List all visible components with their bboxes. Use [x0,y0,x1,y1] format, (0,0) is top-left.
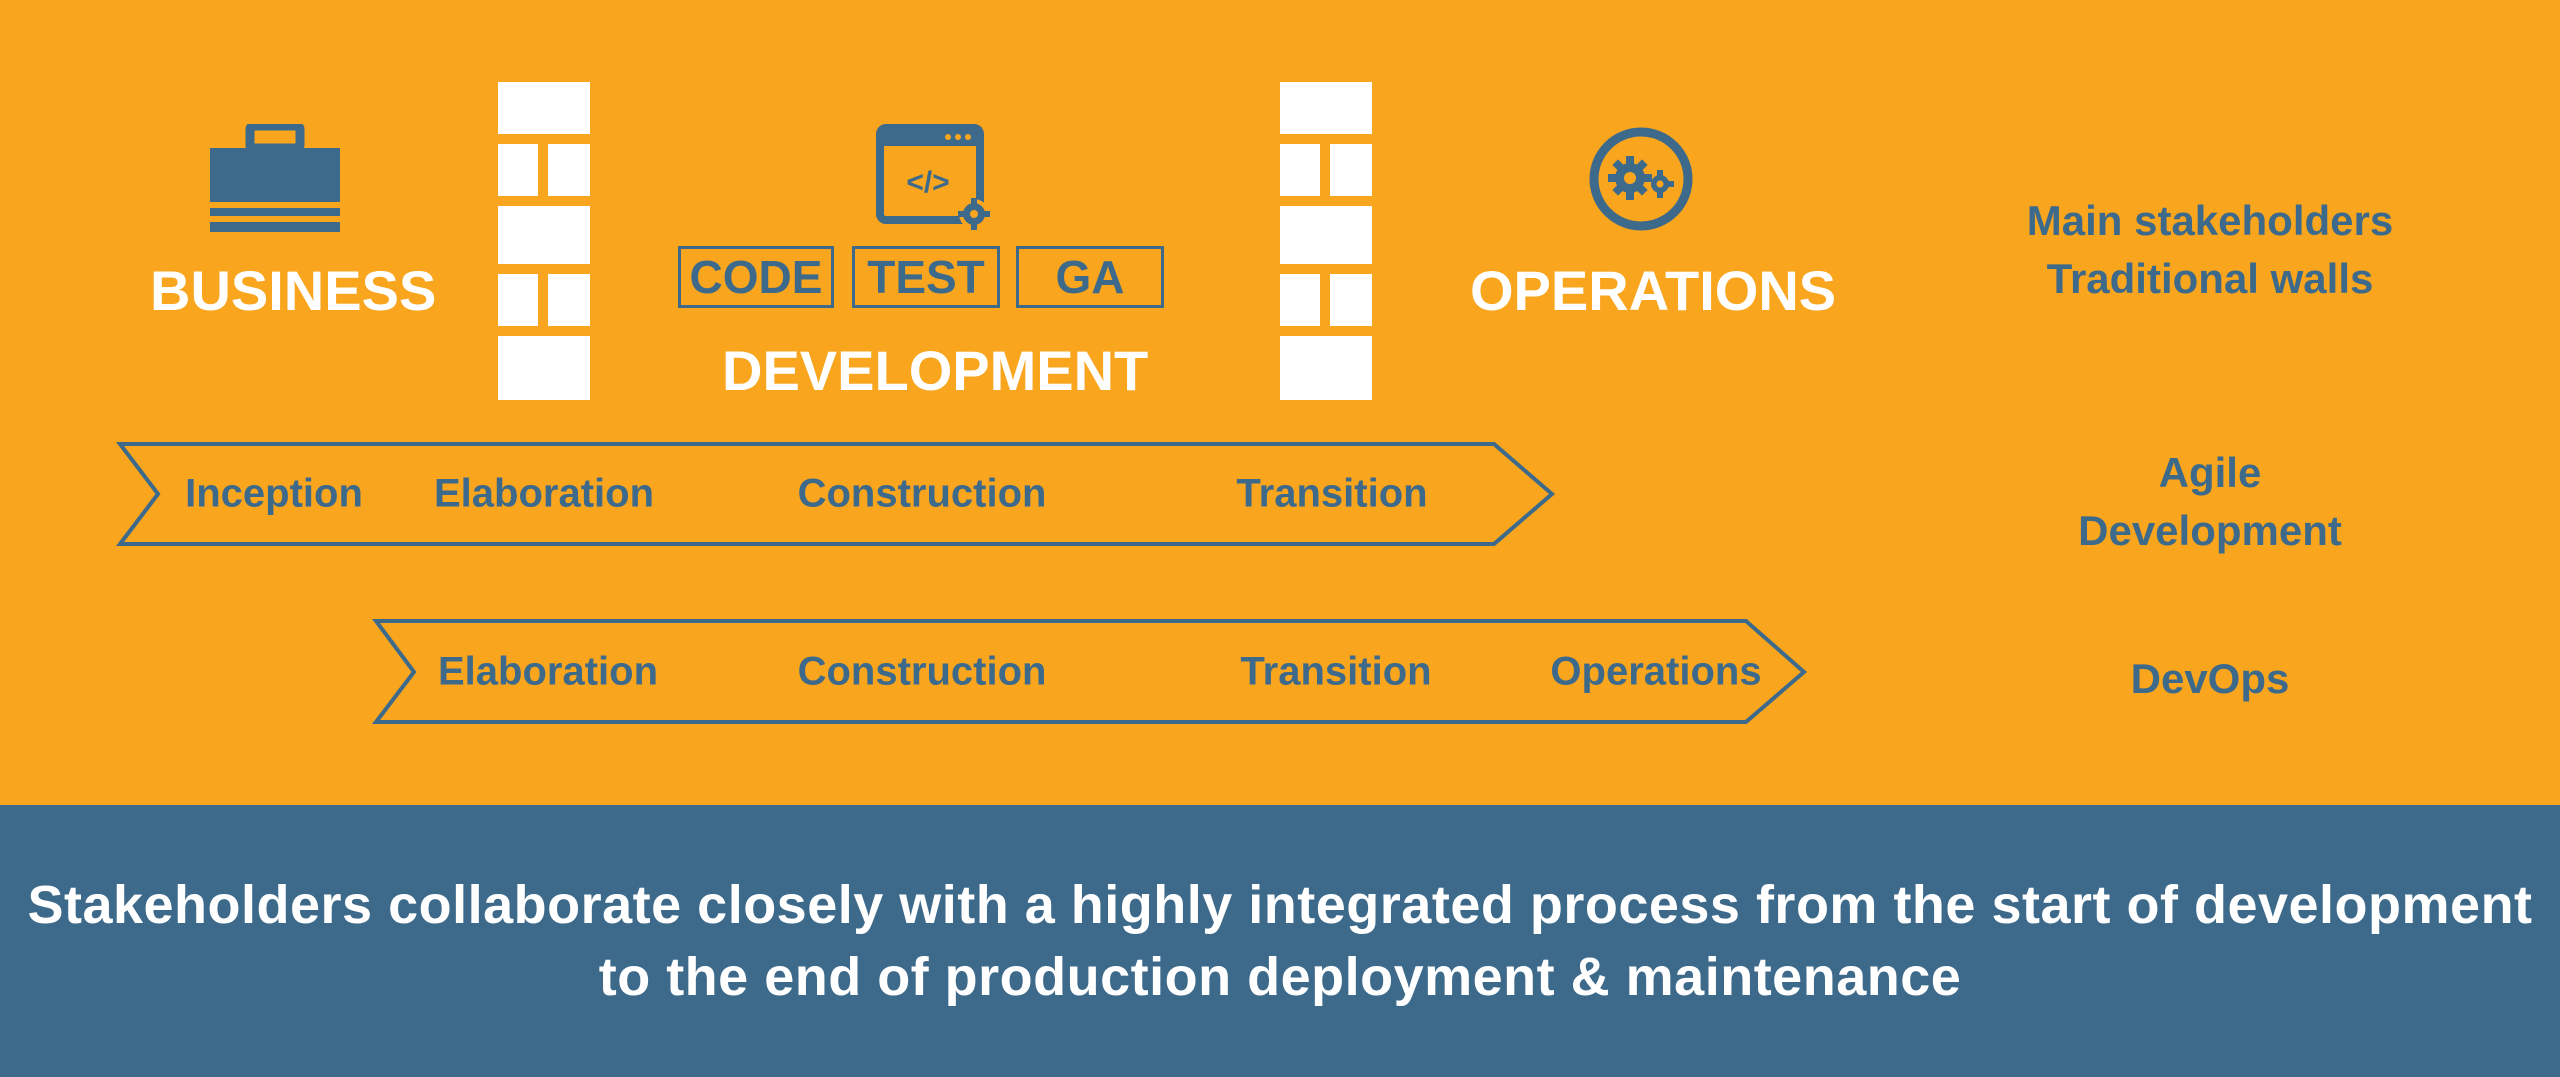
footer-line-1: Stakeholders collaborate closely with a … [27,875,2533,935]
ga-box-label: GA [1055,251,1125,303]
phase-arrows [115,442,1808,724]
code-box-label: CODE [689,251,823,303]
svg-text:</>: </> [906,166,949,199]
devops-label: DevOps [2130,655,2290,702]
wall-brick [498,336,590,400]
wall-brick [1280,206,1372,264]
gears-icon [1589,127,1693,231]
wall-brick [1330,274,1372,326]
wall-brick [1280,274,1320,326]
business-label: BUSINESS [150,259,437,322]
wall-brick [498,274,538,326]
agile-development-label: Agile Development [2078,444,2342,560]
operations-label: OPERATIONS [1470,259,1837,322]
agile-line: Agile [2158,449,2262,496]
code-window-icon: </> [876,124,990,230]
devops-phase-construction: Construction [797,649,1047,694]
development-line: Development [2078,507,2342,554]
agile-arrow [115,442,1556,546]
diagram-area: BUSINESS </> CODE TEST GA DEVELOPMENT [115,82,2394,724]
briefcase-icon [210,124,340,232]
wall-brick [498,82,590,134]
wall-brick [1330,144,1372,196]
wall-brick [548,144,590,196]
devops-phase-operations: Operations [1550,649,1762,694]
development-label: DEVELOPMENT [722,339,1149,402]
footer-banner: Stakeholders collaborate closely with a … [0,805,2560,1077]
devops-phase-transition: Transition [1240,649,1432,694]
traditional-walls-line: Traditional walls [2046,255,2374,302]
test-box-label: TEST [867,251,985,303]
ga-box: GA [1016,246,1164,308]
agile-phase-construction: Construction [797,471,1047,516]
devops-phase-elaboration: Elaboration [437,649,659,694]
agile-phase-elaboration: Elaboration [433,471,655,516]
wall-brick [498,206,590,264]
wall-brick [498,144,538,196]
main-stakeholders-label: Main stakeholders Traditional walls [2027,192,2393,308]
test-box: TEST [852,246,1000,308]
wall-brick [1280,82,1372,134]
agile-phase-transition: Transition [1236,471,1428,516]
wall-brick [1280,144,1320,196]
left-wall [498,82,590,400]
agile-phase-inception: Inception [185,471,363,516]
code-box: CODE [678,246,834,308]
wall-brick [548,274,590,326]
main-stakeholders-line: Main stakeholders [2026,197,2394,244]
wall-brick [1280,336,1372,400]
devops-arrow [371,619,1808,724]
footer-line-2: to the end of production deployment & ma… [598,947,1962,1007]
right-wall [1280,82,1372,400]
